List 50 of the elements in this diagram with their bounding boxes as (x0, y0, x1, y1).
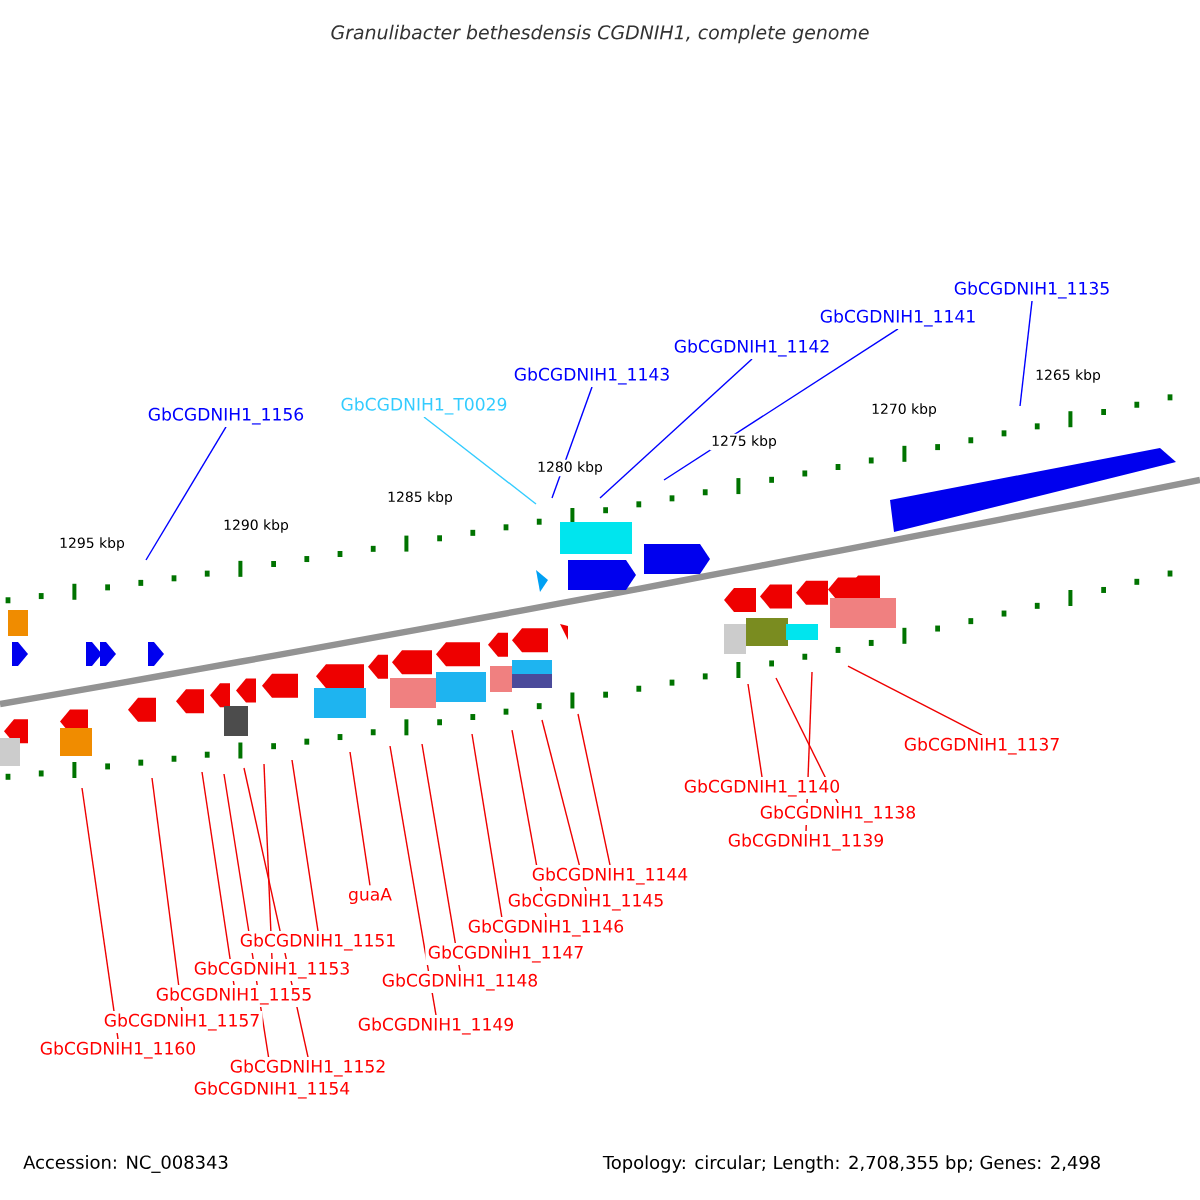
leader-line (1019, 300, 1033, 407)
leader-line (263, 763, 273, 960)
gene-label: GbCGDNIH1_1152 (230, 1059, 385, 1077)
gene-label: GbCGDNIH1_1135 (954, 281, 1109, 299)
gene-label: GbCGDNIH1_1139 (728, 833, 883, 851)
leader-line (541, 719, 587, 892)
leader-line (747, 683, 763, 778)
gene-label: guaA (348, 888, 392, 905)
leader-line (577, 713, 611, 866)
leader-line (291, 759, 319, 932)
leader-line (471, 733, 507, 944)
leader-line (511, 729, 547, 918)
gene-label: GbCGDNIH1_1137 (904, 737, 1059, 755)
footer-text: Topology: circular; Length: 2,708,355 bp; Genes: 2,498 (602, 1155, 1100, 1173)
leader-line (349, 751, 371, 887)
gene-label: GbCGDNIH1_1140 (684, 779, 840, 797)
leader-line (599, 358, 753, 499)
gene-label: GbCGDNIH1_1144 (532, 867, 688, 885)
footer-text: Accession: NC_008343 (23, 1155, 228, 1173)
gene-label: GbCGDNIH1_1157 (104, 1013, 259, 1031)
gene-label: GbCGDNIH1_1142 (674, 339, 829, 357)
leader-line (421, 743, 461, 972)
gene-label: GbCGDNIH1_1151 (240, 933, 395, 951)
leader-line (847, 665, 983, 736)
gene-label: GbCGDNIH1_1146 (468, 919, 624, 937)
gene-label: GbCGDNIH1_1154 (194, 1081, 350, 1099)
gene-label: GbCGDNIH1_1138 (760, 805, 916, 823)
leader-line (423, 416, 537, 505)
leader-line (145, 426, 227, 561)
gene-label: GbCGDNIH1_1148 (382, 973, 538, 991)
gene-label: GbCGDNIH1_1141 (820, 309, 975, 327)
gene-label: GbCGDNIH1_1160 (40, 1041, 196, 1059)
title: Granulibacter bethesdensis CGDNIH1, complete genome (331, 24, 869, 44)
gene-label: GbCGDNIH1_1153 (194, 961, 349, 979)
gene-label: GbCGDNIH1_1143 (514, 367, 669, 385)
gene-label: GbCGDNIH1_1156 (148, 407, 304, 425)
leader-line (663, 328, 899, 481)
leader-line (551, 386, 593, 499)
gene-label: GbCGDNIH1_T0029 (341, 397, 507, 415)
gene-label: GbCGDNIH1_1145 (508, 893, 663, 911)
leader-line (243, 767, 309, 1058)
leader-line (389, 745, 437, 1016)
gene-label: GbCGDNIH1_1147 (428, 945, 583, 963)
leader-line (775, 677, 839, 804)
leader-line (201, 771, 235, 986)
leader-line (151, 777, 183, 1012)
leader-line (805, 671, 813, 832)
gene-label: GbCGDNIH1_1149 (358, 1017, 513, 1035)
leader-line (81, 787, 119, 1040)
gene-label: GbCGDNIH1_1155 (156, 987, 311, 1005)
